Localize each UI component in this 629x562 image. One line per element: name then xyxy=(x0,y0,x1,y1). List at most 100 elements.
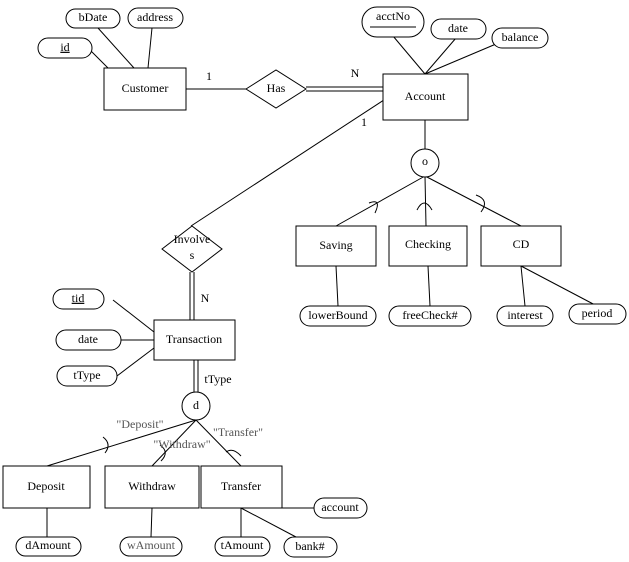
relationship-has[interactable]: Has xyxy=(245,69,307,109)
cardinality-involves-transaction: N xyxy=(201,291,210,305)
entity-checking-label: Checking xyxy=(405,237,451,251)
cardinality-has-account: N xyxy=(351,66,360,80)
attribute-lowerbound-label: lowerBound xyxy=(308,308,367,322)
attribute-freecheck[interactable]: freeCheck# xyxy=(388,305,472,327)
specialization-overlap[interactable]: o xyxy=(410,148,440,178)
line-account-involves xyxy=(190,95,391,227)
subset-arc-saving xyxy=(368,201,378,214)
attribute-tamount[interactable]: tAmount xyxy=(214,536,271,557)
entity-withdraw[interactable]: Withdraw xyxy=(104,465,200,509)
attribute-freecheck-label: freeCheck# xyxy=(402,308,457,322)
entity-checking[interactable]: Checking xyxy=(388,225,468,267)
entity-withdraw-label: Withdraw xyxy=(128,479,176,493)
line-disjoint-withdraw xyxy=(151,419,197,467)
line-bdate-customer xyxy=(97,27,135,69)
attribute-lowerbound[interactable]: lowerBound xyxy=(299,305,377,327)
specialization-disjoint[interactable]: d xyxy=(181,391,211,421)
attribute-balance[interactable]: balance xyxy=(491,27,549,49)
line-transfer-bank xyxy=(240,507,297,538)
condition-withdraw: "Withdraw" xyxy=(153,437,210,451)
attribute-bdate-label: bDate xyxy=(79,10,108,24)
entity-saving[interactable]: Saving xyxy=(295,225,377,267)
attribute-damount-label: dAmount xyxy=(25,538,71,552)
attribute-account-date[interactable]: date xyxy=(430,18,487,40)
entity-transfer[interactable]: Transfer xyxy=(200,465,283,509)
entity-deposit-label: Deposit xyxy=(27,479,65,493)
line-address-customer xyxy=(147,27,153,69)
attribute-balance-label: balance xyxy=(502,30,539,44)
attribute-address[interactable]: address xyxy=(127,7,184,29)
line-disjoint-transfer xyxy=(195,419,242,467)
line-overlap-checking xyxy=(424,175,427,227)
discriminator-ttype: tType xyxy=(204,372,231,386)
attribute-interest-label: interest xyxy=(507,308,543,322)
specialization-disjoint-label: d xyxy=(193,398,199,412)
attribute-damount[interactable]: dAmount xyxy=(15,536,82,557)
cardinality-account-involves: 1 xyxy=(361,115,367,129)
attribute-interest[interactable]: interest xyxy=(496,305,554,327)
line-overlap-saving xyxy=(335,175,426,227)
attribute-account-label: account xyxy=(321,500,359,514)
attribute-id-label: id xyxy=(60,40,69,54)
line-cd-period xyxy=(520,265,598,307)
entity-customer[interactable]: Customer xyxy=(103,67,187,111)
specialization-overlap-label: o xyxy=(422,154,428,168)
attribute-transaction-date-label: date xyxy=(78,332,98,346)
attribute-transaction-date[interactable]: date xyxy=(55,329,122,351)
relationship-involves-label-line1: Involve xyxy=(174,232,211,246)
entity-account-label: Account xyxy=(405,89,446,103)
line-saving-lowerbound xyxy=(335,265,339,307)
attribute-bank[interactable]: bank# xyxy=(283,536,338,558)
subset-arc-cd xyxy=(475,194,486,213)
attribute-ttype-label: tType xyxy=(73,368,100,382)
condition-transfer: "Transfer" xyxy=(213,425,263,439)
line-cd-interest xyxy=(520,265,526,307)
entity-saving-label: Saving xyxy=(319,238,352,252)
subset-arc-withdraw xyxy=(159,444,166,462)
line-date-account xyxy=(424,37,457,75)
line-disjoint-deposit xyxy=(46,419,197,467)
attribute-account[interactable]: account xyxy=(313,497,368,519)
line-checking-freecheck xyxy=(427,265,431,307)
attribute-acctno-label: acctNo xyxy=(376,9,410,23)
entity-deposit[interactable]: Deposit xyxy=(2,465,91,509)
entity-cd[interactable]: CD xyxy=(480,225,562,267)
line-ttype-transaction xyxy=(116,347,155,377)
attribute-id-key[interactable]: id xyxy=(37,37,93,59)
cardinality-customer-has: 1 xyxy=(206,69,212,83)
line-balance-account xyxy=(424,43,497,75)
attribute-period-label: period xyxy=(582,306,613,320)
relationship-has-label: Has xyxy=(267,81,286,95)
attribute-tamount-label: tAmount xyxy=(221,538,264,552)
line-withdraw-wamount xyxy=(150,507,153,538)
line-tid-transaction xyxy=(112,299,155,333)
entity-account[interactable]: Account xyxy=(382,73,469,121)
entity-transfer-label: Transfer xyxy=(221,479,261,493)
entity-transaction[interactable]: Transaction xyxy=(153,319,236,361)
entity-cd-label: CD xyxy=(513,237,530,251)
attribute-tid-label: tid xyxy=(72,291,85,305)
attribute-bdate[interactable]: bDate xyxy=(65,8,121,29)
attribute-address-label: address xyxy=(137,10,173,24)
attribute-acctno-key[interactable]: acctNo xyxy=(361,6,425,38)
attribute-tid-key[interactable]: tid xyxy=(52,288,105,310)
relationship-involves[interactable]: Involve s xyxy=(161,225,223,273)
attribute-bank-label: bank# xyxy=(295,539,324,553)
subset-arc-deposit xyxy=(102,436,109,454)
attribute-wamount[interactable]: wAmount xyxy=(119,536,183,557)
attribute-ttype[interactable]: tType xyxy=(56,365,118,387)
condition-deposit: "Deposit" xyxy=(116,417,163,431)
entity-customer-label: Customer xyxy=(122,81,169,95)
relationship-involves-label-line2: s xyxy=(190,248,195,262)
subset-arc-checking xyxy=(416,202,433,211)
connector-lines xyxy=(46,27,598,538)
entity-transaction-label: Transaction xyxy=(166,332,222,346)
attribute-wamount-label: wAmount xyxy=(127,538,176,552)
line-acctno-account xyxy=(392,35,426,75)
line-overlap-cd xyxy=(424,175,522,227)
subset-arc-transfer xyxy=(225,449,242,457)
attribute-period[interactable]: period xyxy=(568,303,627,325)
subset-arcs xyxy=(102,194,486,462)
attribute-account-date-label: date xyxy=(448,21,468,35)
